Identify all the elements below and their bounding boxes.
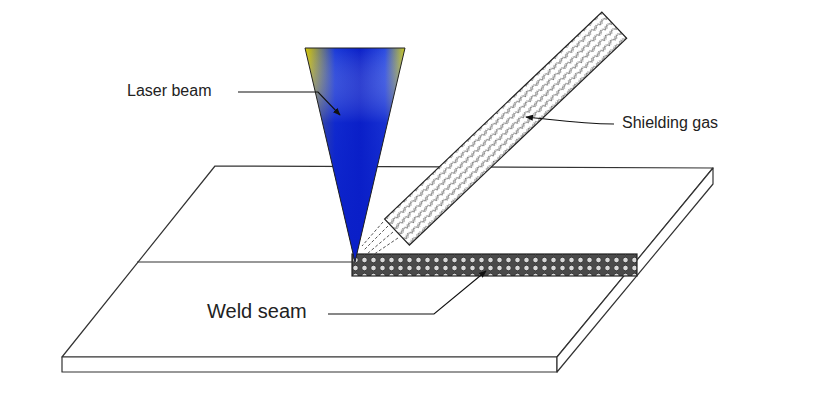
part-label: Laser beam [127, 82, 212, 100]
workpiece-plate [62, 166, 713, 372]
gas-nozzle [385, 12, 627, 245]
part-label: Weld seam [207, 300, 307, 323]
gas-spray [362, 222, 398, 257]
weld-seam [352, 254, 637, 276]
part-label: Shielding gas [622, 114, 718, 132]
laser-beam [305, 48, 405, 262]
leader-lines [238, 92, 614, 314]
